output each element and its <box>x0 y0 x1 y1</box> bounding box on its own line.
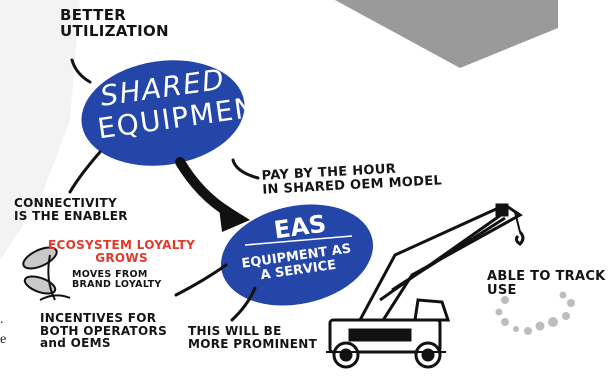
track-use-label: ABLE TO TRACK USE <box>487 269 606 298</box>
prominent-connector <box>230 286 257 322</box>
eas-oval <box>220 204 374 306</box>
eas-underline <box>244 235 353 246</box>
left-background-panel <box>0 0 80 260</box>
incentives-connector <box>174 263 228 297</box>
connectivity-label: CONNECTIVITY IS THE ENABLER <box>14 196 128 223</box>
more-prominent-label: THIS WILL BE MORE PROMINENT <box>188 324 318 351</box>
ecosystem-loyalty-label: ECOSYSTEM LOYALTY GROWS <box>48 238 196 265</box>
pay-connector <box>231 158 260 180</box>
utilization-connector <box>70 58 92 84</box>
seedling-icon <box>22 246 71 301</box>
incentives-label: INCENTIVES FOR BOTH OPERATORS and OEMS <box>40 311 168 351</box>
main-arrow-head <box>218 200 250 232</box>
tracking-dots <box>495 291 575 335</box>
gray-banner <box>335 0 558 68</box>
edge-text-fragments: . e <box>0 312 7 347</box>
crane-truck-icon <box>326 203 525 369</box>
connectivity-connector <box>68 150 102 194</box>
shared-equipment-oval <box>81 60 245 166</box>
moves-from-label: MOVES FROM BRAND LOYALTY <box>72 269 162 290</box>
better-utilization-label: BETTER UTILIZATION <box>60 6 169 40</box>
